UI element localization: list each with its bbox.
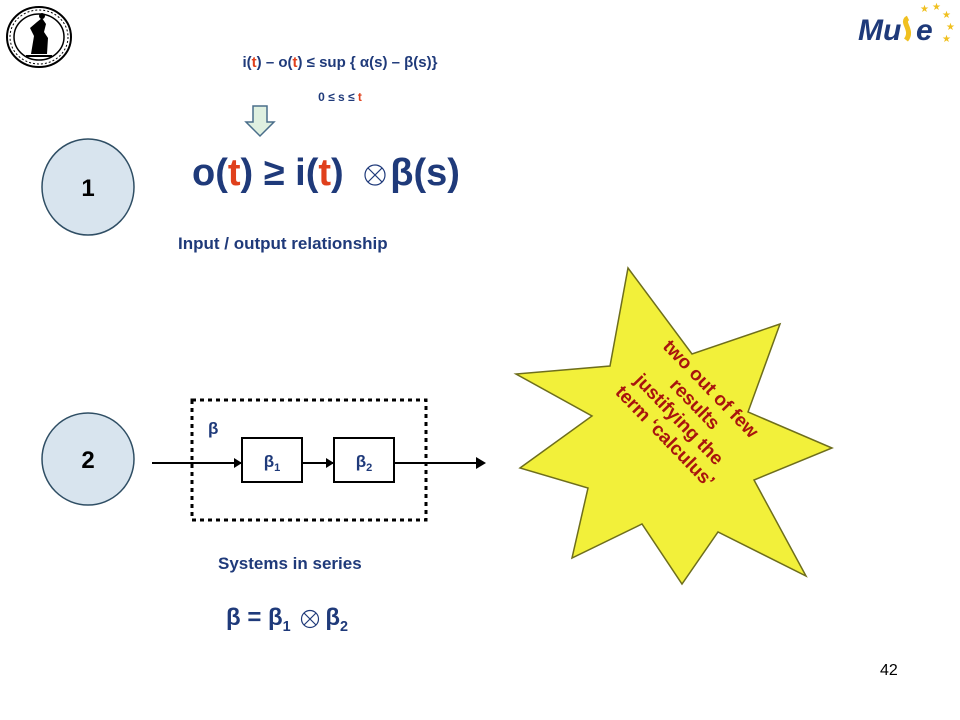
step-1-circle: 1 <box>41 138 135 236</box>
svg-text:★: ★ <box>942 34 951 45</box>
page-number: 42 <box>880 662 898 679</box>
main-formula-o: o( <box>192 152 228 194</box>
caption-input-output: Input / output relationship <box>178 234 388 253</box>
step-1-label: 1 <box>81 175 94 202</box>
main-formula-close: ) <box>331 152 344 194</box>
bottom-formula-lhs: β = β <box>226 604 283 631</box>
muse-logo: ★ ★ ★ ★ ★ Mu e <box>858 2 955 47</box>
formula-top-mid: ) – o( <box>256 54 293 71</box>
bottom-formula-sub2: 2 <box>340 618 349 635</box>
svg-text:e: e <box>916 14 933 47</box>
formula-top-t1: t <box>251 54 257 71</box>
university-seal-logo <box>6 6 72 68</box>
formula-top-i: i( <box>242 54 252 71</box>
svg-text:★: ★ <box>932 2 941 13</box>
outer-system-box <box>190 398 428 522</box>
main-formula: o(t) ≥ i(t) β(s) <box>192 152 460 195</box>
otimes-icon <box>301 609 320 628</box>
step-2-circle: 2 <box>41 412 135 506</box>
svg-text:★: ★ <box>946 22 955 33</box>
formula-sup-range: 0 ≤ s ≤ t <box>270 90 410 104</box>
otimes-icon <box>364 164 386 186</box>
bottom-formula: β = β1 β2 <box>226 604 348 635</box>
beta2-label: β2 <box>356 452 373 474</box>
series-systems-diagram: β β1 β2 <box>152 398 486 522</box>
formula-sub-t: t <box>357 90 362 104</box>
outer-beta-label: β <box>208 419 218 438</box>
svg-text:★: ★ <box>920 4 929 15</box>
beta2-box <box>333 437 395 483</box>
svg-text:Mu: Mu <box>858 14 901 47</box>
main-formula-beta: β(s) <box>390 152 460 194</box>
down-arrow-icon <box>244 105 276 138</box>
formula-top-t2: t <box>292 54 298 71</box>
main-formula-mid: ) ≥ i( <box>240 152 319 194</box>
main-formula-t1: t <box>227 152 241 194</box>
step-2-label: 2 <box>81 447 94 474</box>
formula-sub-prefix: 0 ≤ s ≤ <box>318 90 358 104</box>
main-formula-t2: t <box>318 152 332 194</box>
formula-top-rest: ) ≤ sup { α(s) – β(s)} <box>297 54 438 71</box>
svg-text:★: ★ <box>942 10 951 21</box>
beta1-label: β1 <box>264 452 281 474</box>
caption-systems-in-series: Systems in series <box>218 554 362 573</box>
formula-sup-inequality: i(t) – o(t) ≤ sup { α(s) – β(s)} <box>180 54 500 71</box>
beta1-box <box>241 437 303 483</box>
starburst-callout: two out of few results justifying the te… <box>513 266 834 586</box>
bottom-formula-sub1: 1 <box>282 618 291 635</box>
bottom-formula-beta2: β <box>325 604 340 631</box>
